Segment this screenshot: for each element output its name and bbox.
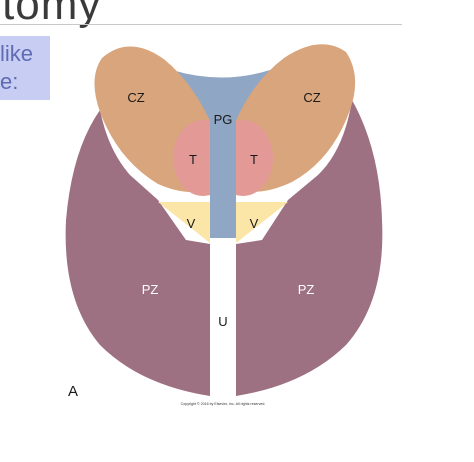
label-v-left: V	[187, 216, 196, 231]
copyright-notice: Copyright © 2016 by Elsevier, Inc. All r…	[181, 402, 266, 406]
bullet-text-highlight	[0, 36, 50, 100]
bullet-text-line-1: like	[0, 41, 34, 66]
verumontanum-left	[158, 202, 210, 243]
urethra-channel	[210, 238, 236, 398]
title-divider	[0, 24, 402, 25]
label-pz-left: PZ	[142, 282, 159, 297]
label-cz-right: CZ	[303, 90, 320, 105]
label-t-right: T	[250, 152, 258, 167]
peripheral-zone-right	[236, 100, 383, 396]
peripheral-zone-left	[65, 110, 210, 396]
label-pg: PG	[214, 112, 233, 127]
label-pz-right: PZ	[298, 282, 315, 297]
label-u: U	[218, 314, 227, 329]
panel-label: A	[68, 383, 78, 400]
periurethral-gland-column	[210, 112, 236, 238]
label-t-left: T	[189, 152, 197, 167]
label-cz-left: CZ	[127, 90, 144, 105]
bullet-text-line-2: e:	[0, 69, 19, 94]
verumontanum-right	[236, 202, 288, 243]
label-v-right: V	[250, 216, 259, 231]
